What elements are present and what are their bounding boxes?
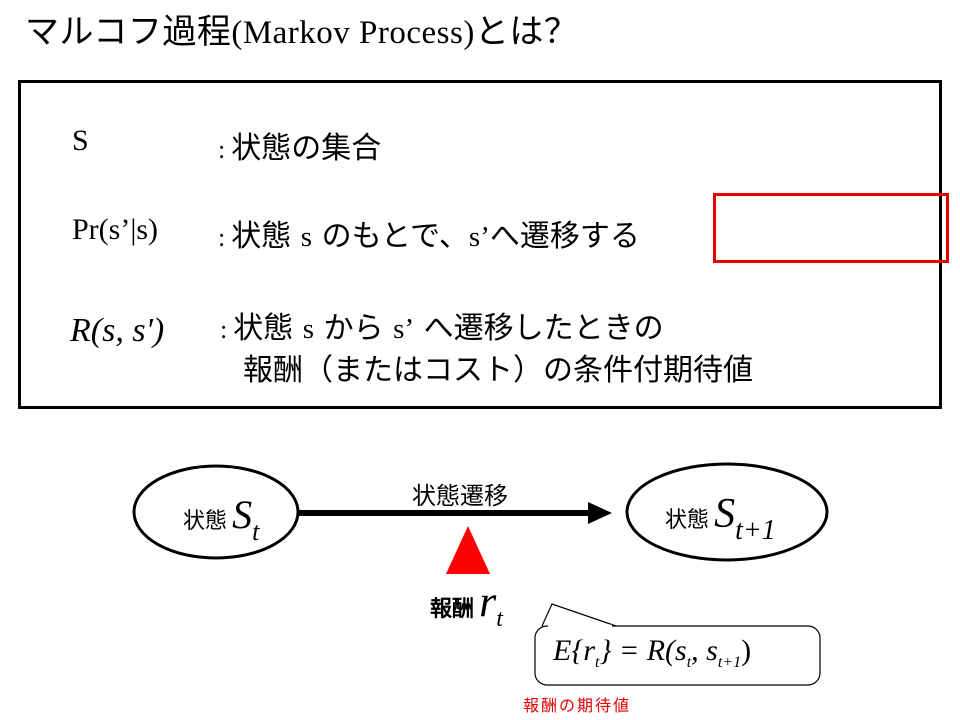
def-desc-pr: :状態 s のもとで、s’へ遷移する (218, 219, 640, 254)
title-suffix: とは？ (474, 12, 579, 52)
callout-equation: E{rt} = R(st, st+1) (553, 634, 752, 671)
state-right-label: 状態 St+1 (665, 491, 776, 546)
def-desc-r-line2: 報酬（またはコスト）の条件付期待値 (243, 353, 753, 388)
title-latin: (Markov Process) (231, 15, 475, 51)
answer-blank-box (713, 193, 949, 263)
callout-pointer (541, 603, 617, 627)
callout-box (534, 625, 821, 686)
def-desc-r-line1: :状態 s から s’ へ遷移したときの (220, 311, 664, 346)
definition-box (18, 80, 942, 409)
reward-label: 報酬 rt (430, 577, 503, 632)
title-prefix: マルコフ過程 (25, 12, 232, 52)
state-right-ellipse (625, 462, 829, 562)
state-left-label: 状態 St (183, 492, 260, 546)
def-symbol-s: S (72, 124, 89, 157)
callout-note: 報酬の期待値 (523, 696, 632, 715)
transition-label: 状態遷移 (412, 482, 508, 510)
slide-title: マルコフ過程(Markov Process)とは？ (25, 8, 578, 57)
arrow-head-icon (588, 502, 612, 524)
def-symbol-r: R(s, s') (70, 312, 165, 349)
def-desc-s: :状態の集合 (218, 131, 382, 166)
reward-triangle-icon (446, 526, 490, 574)
def-symbol-pr: Pr(s’|s) (72, 213, 159, 246)
